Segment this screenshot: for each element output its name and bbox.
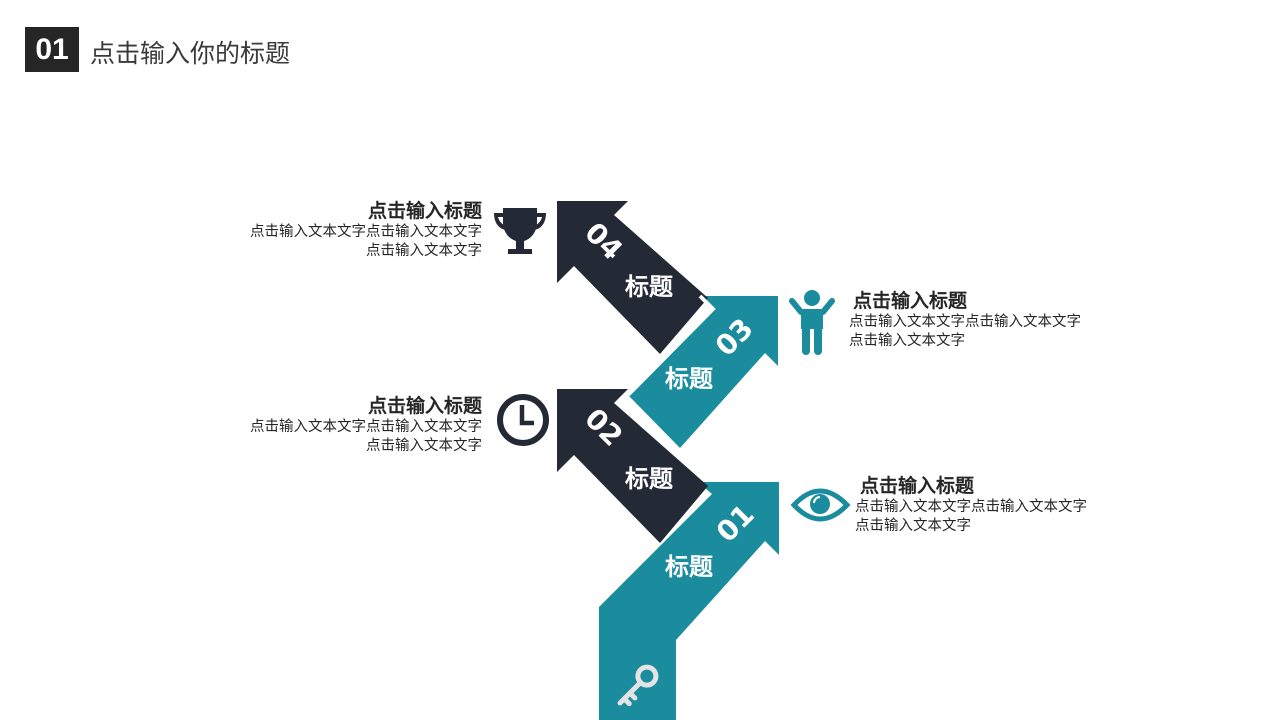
step-02-title: 点击输入标题 xyxy=(367,395,482,417)
step-01-text: 点击输入标题 点击输入文本文字点击输入文本文字 点击输入文本文字 xyxy=(855,474,1087,536)
step-03-desc-1: 点击输入文本文字点击输入文本文字 xyxy=(849,314,1081,330)
step-01-desc-2: 点击输入文本文字 xyxy=(855,518,971,534)
arrow-step-03: 03 标题 xyxy=(628,296,778,448)
step-03-desc-2: 点击输入文本文字 xyxy=(849,333,965,349)
arrow-step-01: 01 标题 xyxy=(599,482,779,720)
step-01-desc-1: 点击输入文本文字点击输入文本文字 xyxy=(855,499,1087,515)
step-02-desc-1: 点击输入文本文字点击输入文本文字 xyxy=(250,419,482,435)
step-02-desc-2: 点击输入文本文字 xyxy=(366,438,482,454)
key-icon xyxy=(617,664,659,707)
section-number-badge: 01 xyxy=(25,27,79,72)
person-icon xyxy=(789,290,835,355)
page-title: 点击输入你的标题 xyxy=(90,39,291,68)
arrow-04-label: 标题 xyxy=(625,273,673,301)
clock-icon xyxy=(497,394,549,446)
step-04-desc-2: 点击输入文本文字 xyxy=(366,243,482,259)
step-03-text: 点击输入标题 点击输入文本文字点击输入文本文字 点击输入文本文字 xyxy=(849,289,1081,351)
step-02-text: 点击输入标题 点击输入文本文字点击输入文本文字 点击输入文本文字 xyxy=(250,394,482,456)
step-04-text: 点击输入标题 点击输入文本文字点击输入文本文字 点击输入文本文字 xyxy=(250,199,482,261)
trophy-icon xyxy=(494,208,546,254)
step-03-title: 点击输入标题 xyxy=(853,290,968,312)
arrow-01-label: 标题 xyxy=(665,553,713,581)
arrow-02-label: 标题 xyxy=(625,465,673,493)
step-01-title: 点击输入标题 xyxy=(860,475,975,497)
step-04-title: 点击输入标题 xyxy=(367,200,482,222)
eye-icon xyxy=(790,488,851,522)
arrow-step-04: 04 标题 xyxy=(557,201,708,354)
arrow-03-label: 标题 xyxy=(665,365,713,393)
arrow-step-02: 02 标题 xyxy=(557,389,708,543)
step-04-desc-1: 点击输入文本文字点击输入文本文字 xyxy=(250,224,482,240)
